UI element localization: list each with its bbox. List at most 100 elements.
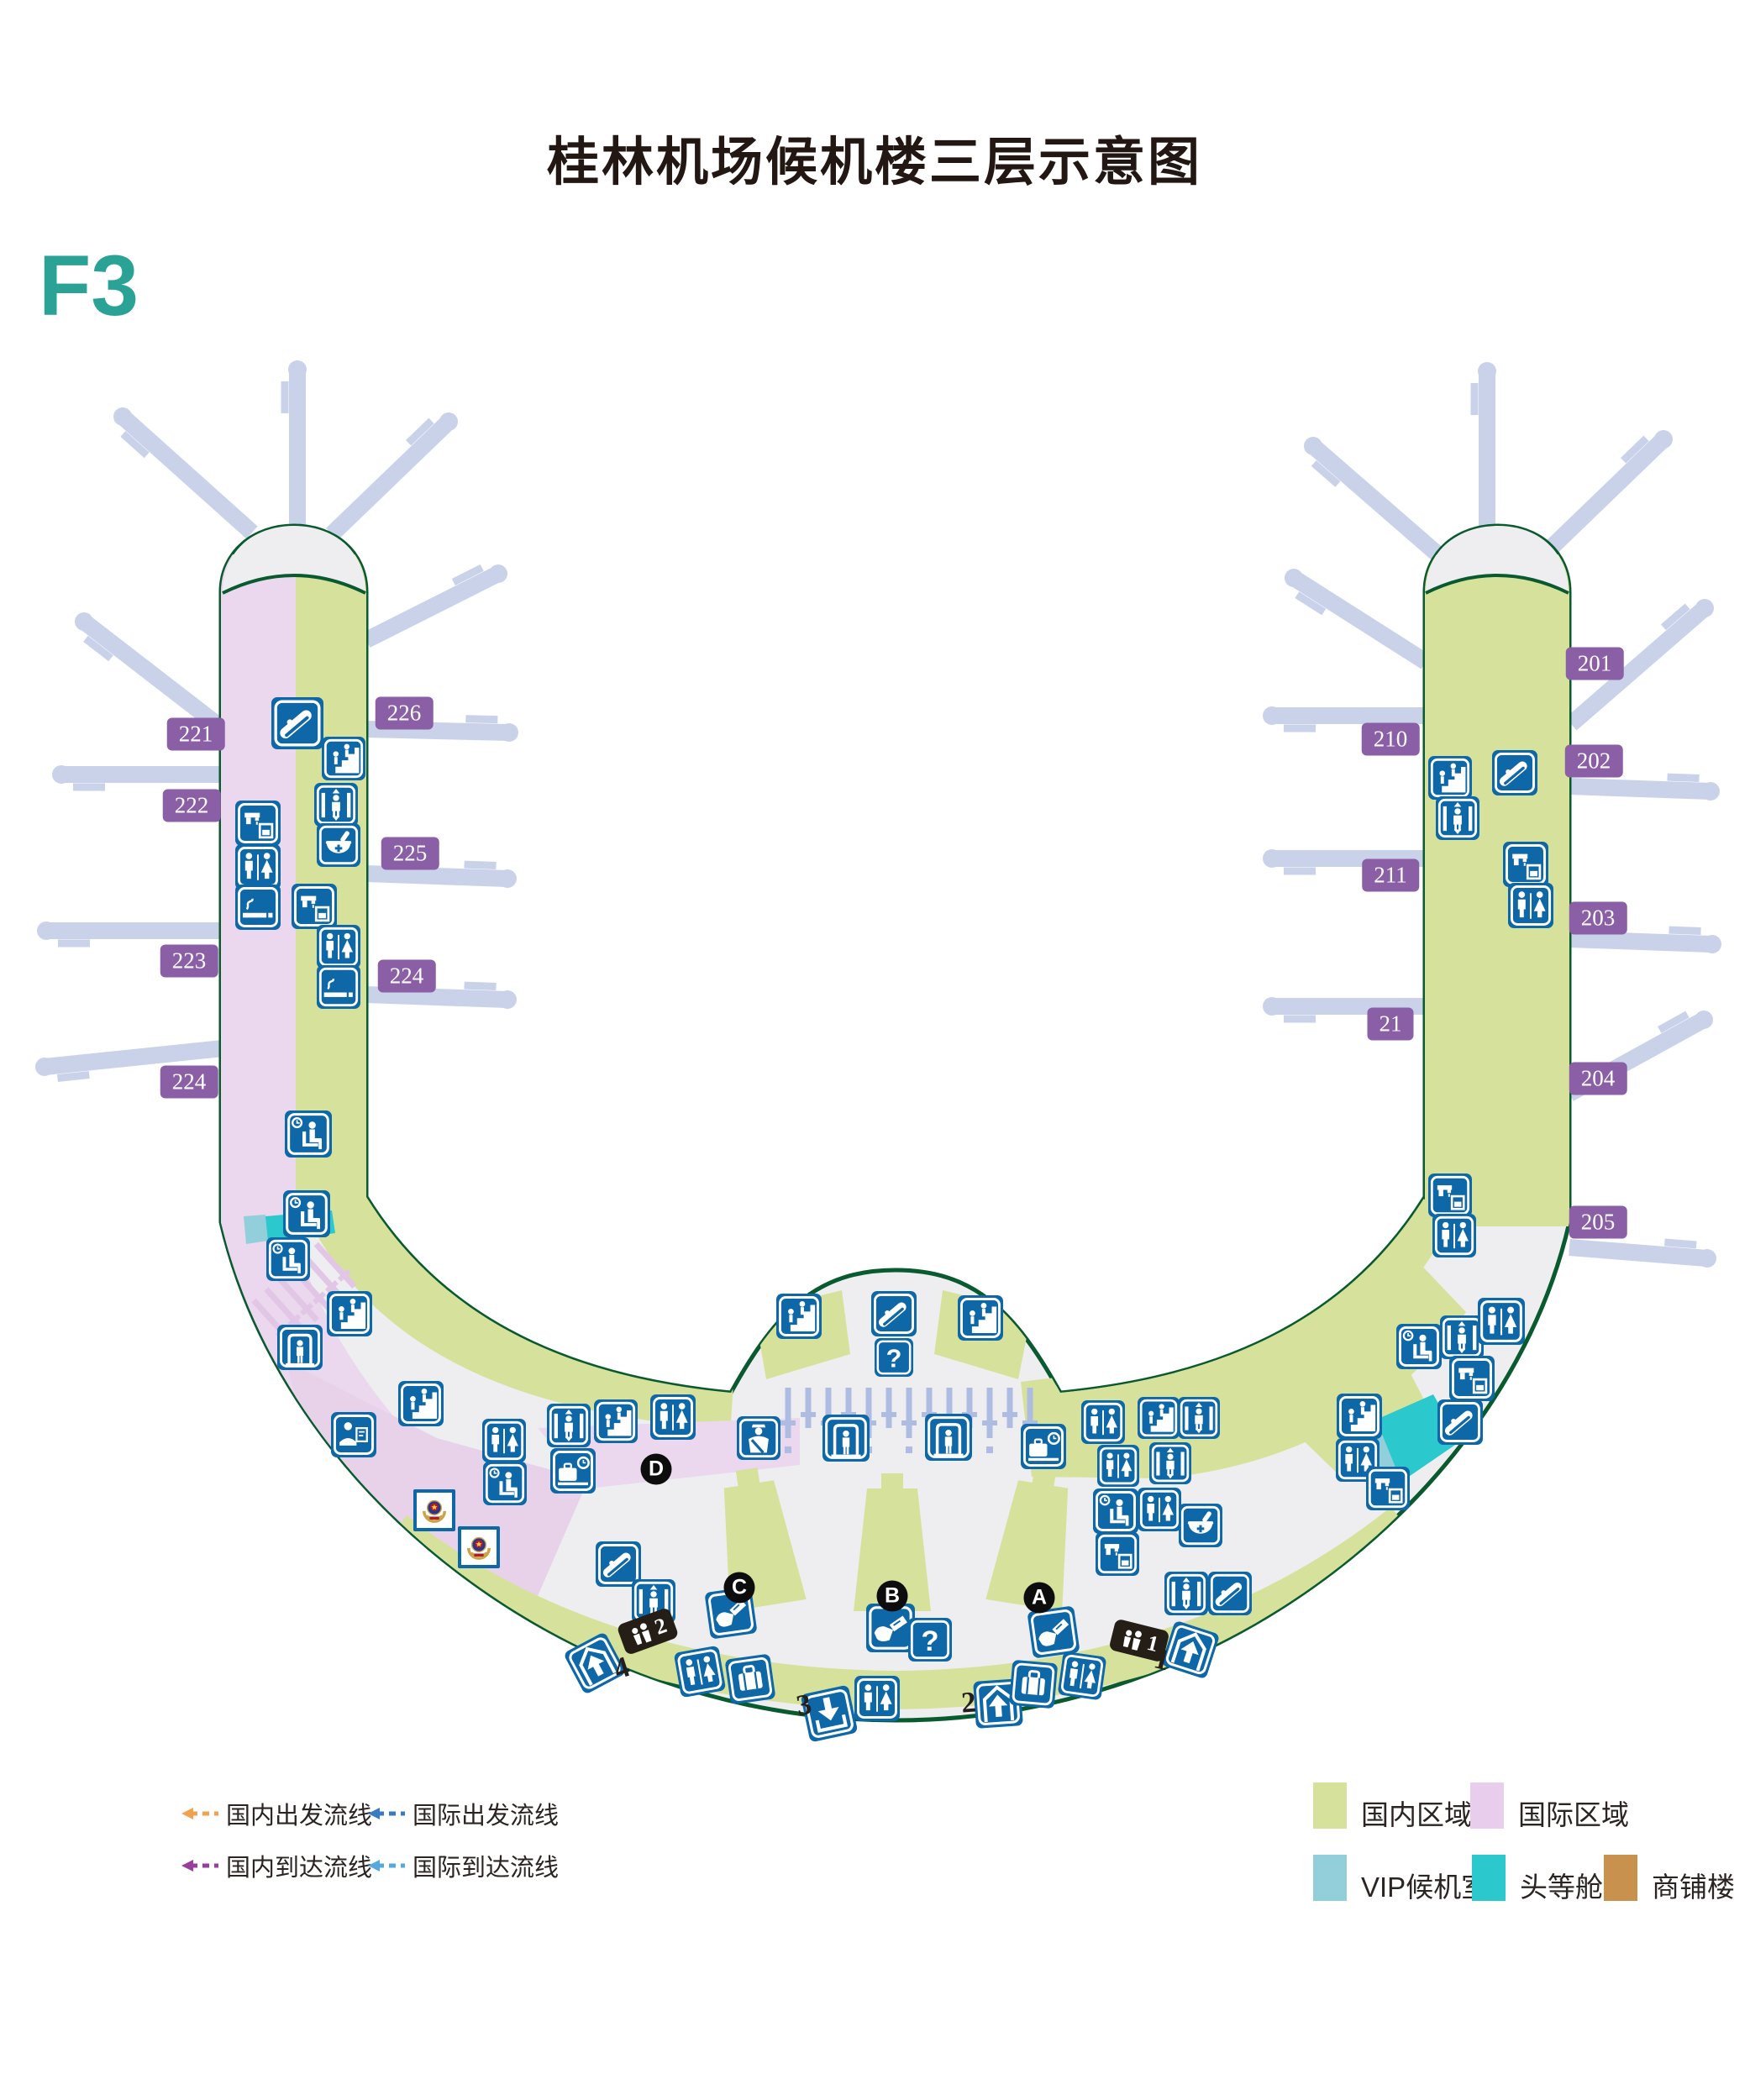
drinking-water-icon [1428, 1173, 1472, 1217]
drinking-water-icon [292, 884, 337, 929]
pharmacy-icon [1179, 1504, 1222, 1547]
legend-area-label: 头等舱 [1520, 1872, 1603, 1903]
gate-label-224: 224 [160, 1065, 218, 1099]
toilet-icon [1081, 1400, 1125, 1444]
legend-flow-item: 国际出发流线 [367, 1796, 559, 1831]
toilet-icon [650, 1394, 696, 1440]
floor-label: F3 [39, 238, 139, 333]
gate-label-226: 226 [375, 696, 434, 730]
flow-label: 国内到达流线 [226, 1855, 373, 1882]
flow-arrow-icon [368, 1860, 405, 1872]
elevator-icon [1440, 1315, 1484, 1359]
gate-label-224: 224 [377, 959, 436, 993]
security-gate-icon [822, 1415, 870, 1462]
paid-lounge-icon [1396, 1324, 1442, 1369]
paid-lounge-icon [285, 1110, 332, 1158]
toilet-icon [1432, 1214, 1476, 1257]
zone-letter-D: D [640, 1453, 672, 1485]
legend-area-label: 商铺楼 [1652, 1872, 1735, 1903]
toilet-icon [1138, 1488, 1181, 1531]
boarding-pass-check-icon [1027, 1605, 1080, 1659]
paid-lounge-icon [483, 1462, 527, 1505]
page-title: 桂林机场候机楼三层示意图 [546, 134, 1203, 192]
toilet-icon [482, 1419, 526, 1462]
stairs-icon [1428, 756, 1472, 800]
toilet-icon [317, 925, 360, 969]
elevator-icon [1436, 796, 1479, 840]
jet-bridge-group [35, 360, 1721, 1268]
legend-area-swatch [1604, 1855, 1637, 1901]
security-gate-icon [277, 1325, 323, 1370]
zone-letter-B: B [876, 1580, 908, 1612]
information-icon [908, 1618, 952, 1662]
police-badge-icon [413, 1489, 455, 1531]
toilet-icon [1336, 1438, 1380, 1482]
paid-lounge-icon [283, 1190, 330, 1237]
drinking-water-icon [235, 801, 281, 846]
entrance-icon [563, 1631, 627, 1695]
elevator-icon [1149, 1442, 1191, 1484]
information-icon [875, 1338, 913, 1377]
stairs-icon [958, 1295, 1003, 1341]
legend-area-swatch [1313, 1855, 1347, 1901]
paid-lounge-icon [1093, 1488, 1138, 1534]
zone-letter-A: A [1023, 1582, 1055, 1614]
escalator-icon [871, 1291, 917, 1336]
legend-area-label: 国际区域 [1518, 1799, 1629, 1830]
legend-area-swatch [1472, 1855, 1506, 1901]
escalator-icon [1437, 1399, 1483, 1445]
gate-label-222: 222 [162, 789, 221, 822]
legend-area-label: 国内区域 [1361, 1799, 1472, 1830]
arrivals-icon [800, 1684, 859, 1743]
police-badge-icon [458, 1526, 500, 1568]
entrance-icon [1160, 1620, 1221, 1680]
flow-arrow-icon [181, 1808, 218, 1819]
gate-label-21: 21 [1367, 1007, 1414, 1041]
border-inspection-icon [331, 1412, 376, 1457]
smoking-room-icon [235, 885, 281, 930]
baggage-check-icon [550, 1448, 596, 1494]
gate-label-205: 205 [1569, 1205, 1627, 1239]
security-gate-icon [925, 1414, 972, 1461]
elevator-icon [547, 1404, 591, 1447]
stairs-icon [398, 1381, 444, 1426]
elevator-icon [1164, 1572, 1208, 1615]
toilet-icon [1508, 883, 1553, 928]
stairs-icon [327, 1291, 372, 1336]
legend-area-swatch [1313, 1782, 1347, 1829]
elevator-icon [314, 783, 358, 827]
drinking-water-icon [1503, 842, 1548, 887]
legend-flow-item: 国内到达流线 [181, 1848, 372, 1883]
toilet-icon [1057, 1651, 1107, 1701]
gate-label-201: 201 [1565, 647, 1624, 680]
stairs-icon [1337, 1394, 1382, 1439]
gate-label-202: 202 [1564, 744, 1623, 778]
boarding-pass-check-icon [866, 1604, 915, 1652]
gate-label-204: 204 [1569, 1062, 1627, 1095]
toilet-icon [1097, 1445, 1139, 1487]
gate-label-203: 203 [1569, 901, 1627, 935]
drinking-water-icon [1366, 1467, 1410, 1510]
zone-letter-C: C [723, 1572, 755, 1604]
legend-flow-item: 国际到达流线 [367, 1848, 559, 1883]
family-icon [1117, 1624, 1148, 1654]
escalator-icon [1208, 1572, 1252, 1615]
legend-area-label: VIP候机室 [1361, 1872, 1490, 1903]
pharmacy-icon [317, 823, 360, 867]
gate-label-225: 225 [381, 837, 439, 870]
baggage-check-icon [1021, 1424, 1066, 1469]
gate-label-223: 223 [160, 944, 218, 978]
toilet-icon [673, 1645, 727, 1698]
escalator-icon [1492, 750, 1537, 795]
stairs-icon [776, 1294, 822, 1339]
drinking-water-icon [1096, 1532, 1139, 1576]
flow-label: 国际出发流线 [413, 1803, 560, 1830]
baggage-icon [1008, 1659, 1059, 1709]
stairs-icon [594, 1399, 638, 1443]
elevator-icon [1178, 1397, 1220, 1439]
gate-label-210: 210 [1361, 722, 1420, 756]
toilet-icon [854, 1676, 900, 1721]
flow-arrow-icon [368, 1808, 405, 1819]
baggage-icon [724, 1653, 776, 1705]
